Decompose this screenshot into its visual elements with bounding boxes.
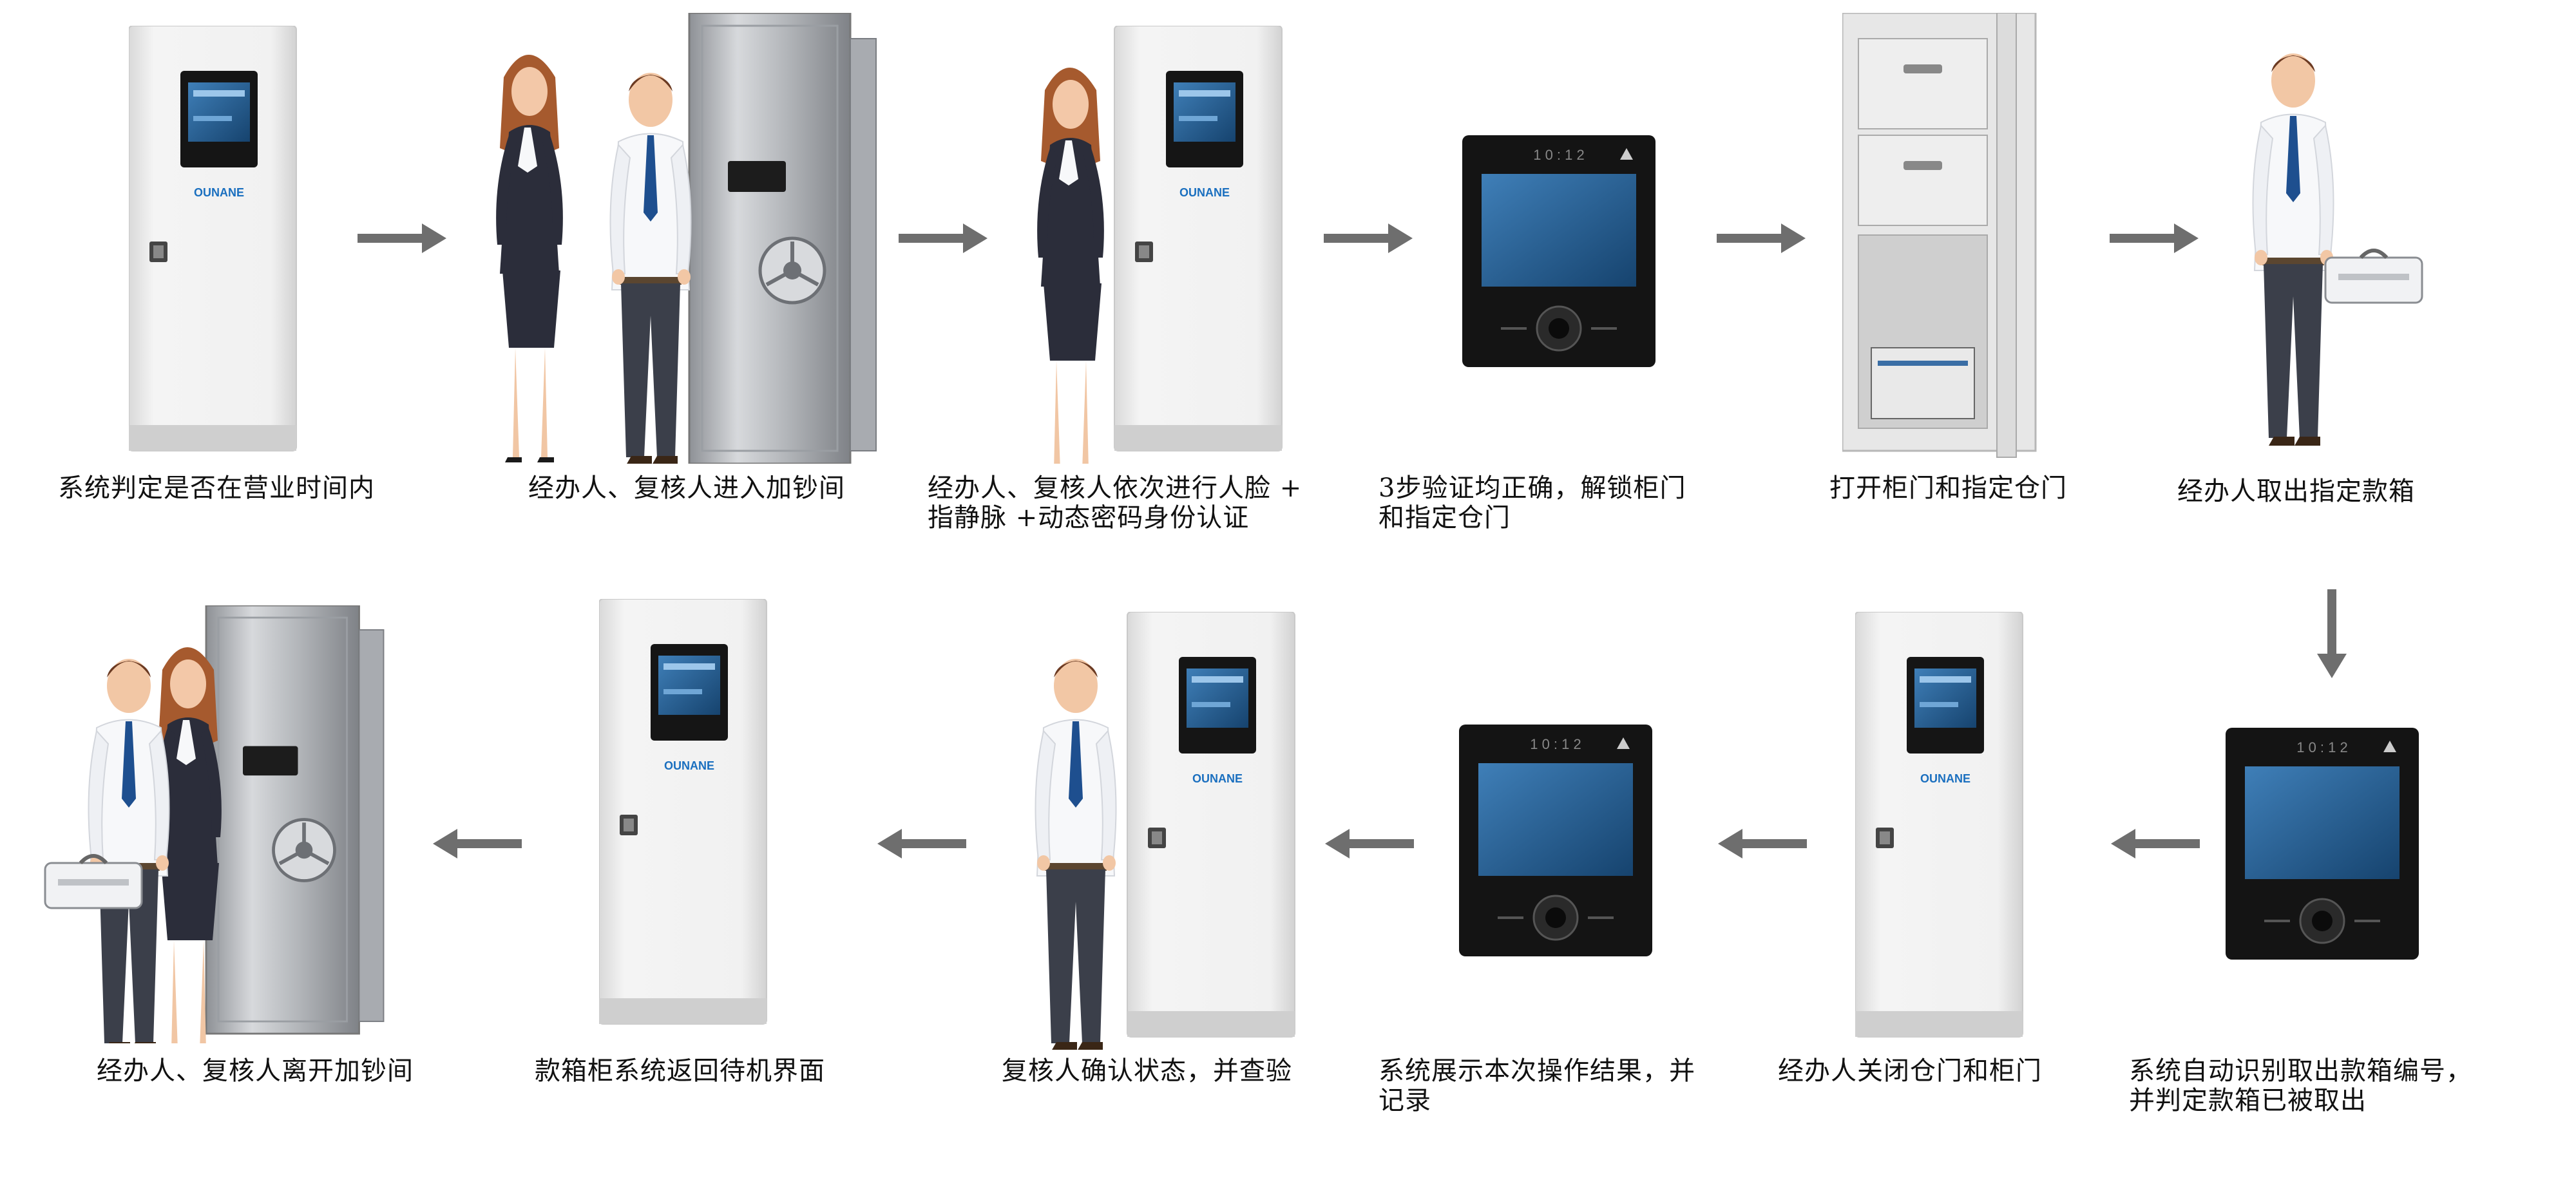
reviewer-check-illustration [1035,612,1295,1050]
arrow-left-icon [1718,829,1807,858]
step-label: 款箱柜系统返回待机界面 [535,1056,825,1086]
step-label: 系统自动识别取出款箱编号， 并判定款箱已被取出 [2129,1056,2472,1115]
open-safe-illustration [1842,13,2037,459]
cabinet-illustration [129,26,297,451]
arrow-left-icon [433,829,522,858]
arrow-down-icon [2317,589,2347,678]
step-label: 打开柜门和指定仓门 [1829,473,2067,503]
terminal-screen [1459,725,1654,958]
step-label: 经办人、复核人进入加钞间 [528,473,845,503]
arrow-left-icon [1325,829,1414,858]
step-label: 系统判定是否在营业时间内 [58,473,375,503]
arrow-left-icon [877,829,966,858]
step-label: 经办人、复核人离开加钞间 [97,1056,414,1086]
arrow-right-icon [899,223,987,253]
arrow-right-icon [1717,223,1806,253]
step-label: 3步验证均正确，解锁柜门 和指定仓门 [1379,473,1686,533]
step-label: 经办人、复核人依次进行人脸 + 指静脉 +动态密码身份认证 [928,473,1302,533]
arrow-right-icon [1324,223,1413,253]
authentication-illustration [1037,26,1283,464]
step-label: 经办人取出指定款箱 [2177,477,2415,506]
step-label: 复核人确认状态，并查验 [1002,1056,1292,1086]
vault-exit-illustration [39,605,425,1043]
arrow-right-icon [358,223,446,253]
step-label: 系统展示本次操作结果，并 记录 [1379,1056,1695,1115]
terminal-screen [2226,728,2420,961]
step-label: 经办人关闭仓门和柜门 [1778,1056,2042,1086]
arrow-right-icon [2110,223,2199,253]
terminal-screen [1462,135,1657,368]
cabinet-illustration [1855,612,2023,1038]
cabinet-illustration [599,599,767,1025]
arrow-left-icon [2111,829,2200,858]
vault-entry-illustration [496,13,889,464]
operator-with-case-illustration [2252,53,2428,446]
